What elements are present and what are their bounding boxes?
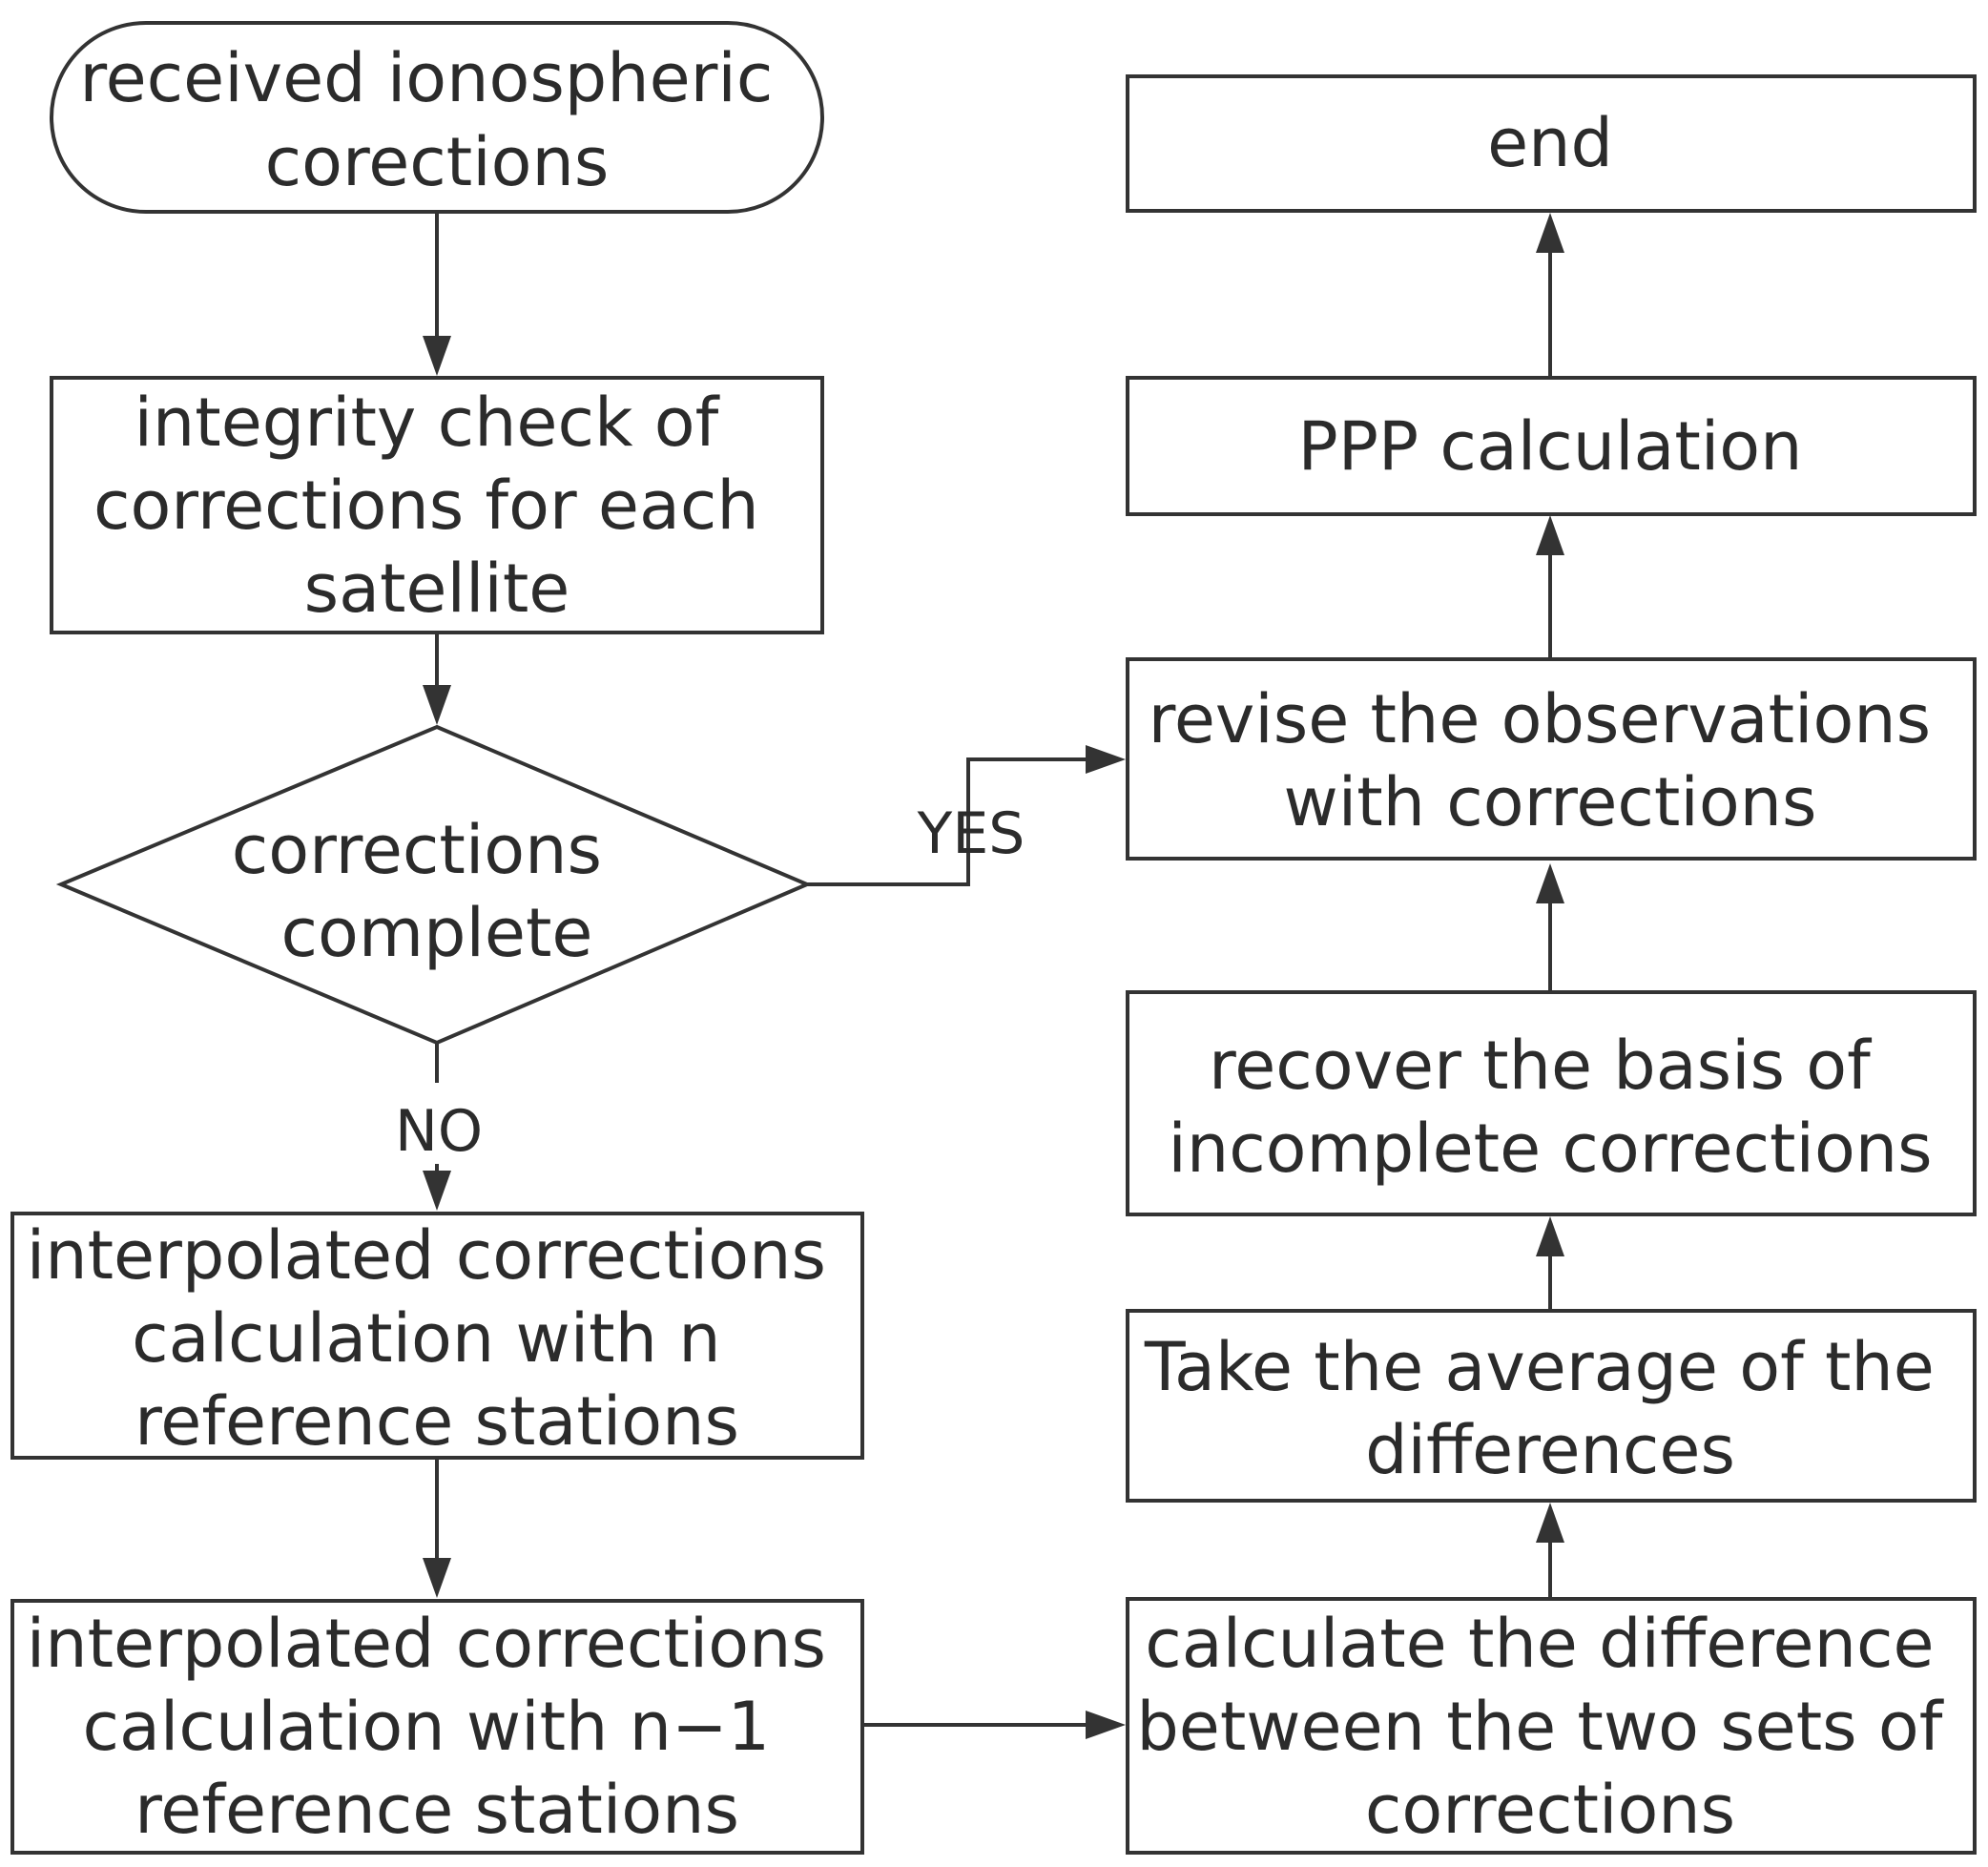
decision-node-label: corrections complete [232,811,623,972]
end-node-label: end [1487,104,1613,182]
end-node: end [1126,74,1977,213]
arrowhead [1536,515,1564,555]
ppp-calculation-node: PPP calculation [1126,376,1977,516]
arrowhead [423,336,451,376]
arrowhead [1536,1216,1564,1256]
calculate-difference-node-label: calculate the difference between the two… [1136,1605,1963,1849]
calculate-difference-node: calculate the difference between the two… [1126,1597,1977,1855]
ppp-calculation-node-label: PPP calculation [1298,407,1803,486]
interp-n-node-label: interpolated corrections calculation wit… [27,1216,847,1461]
arrowhead [423,685,451,725]
recover-basis-node-label: recover the basis of incomplete correcti… [1168,1027,1932,1188]
recover-basis-node: recover the basis of incomplete correcti… [1126,990,1977,1216]
arrowhead [1536,213,1564,253]
average-differences-node: Take the average of the differences [1126,1309,1977,1503]
arrowhead [1086,1711,1126,1739]
arrowhead [1086,745,1126,774]
arrowhead [423,1171,451,1211]
revise-observations-node: revise the observations with corrections [1126,657,1977,861]
arrowhead [423,1558,451,1598]
arrowhead [1536,1503,1564,1543]
edge-decision-to-revise-yes [807,757,1086,886]
interp-n-node: interpolated corrections calculation wit… [10,1212,864,1461]
arrowhead [1536,863,1564,903]
interp-n1-node: interpolated corrections calculation wit… [10,1599,864,1855]
integrity-check-node: integrity check of corrections for each … [50,376,824,634]
start-node-label: received ionospheric corections [79,39,794,201]
yes-label: YES [917,800,1025,867]
interp-n1-node-label: interpolated corrections calculation wit… [27,1605,847,1849]
no-label: NO [395,1098,483,1165]
revise-observations-node-label: revise the observations with corrections [1149,680,1953,841]
integrity-check-node-label: integrity check of corrections for each … [93,384,780,628]
start-node: received ionospheric corections [50,21,824,214]
average-differences-node-label: Take the average of the differences [1144,1328,1956,1489]
decision-node: corrections complete [55,724,813,1046]
